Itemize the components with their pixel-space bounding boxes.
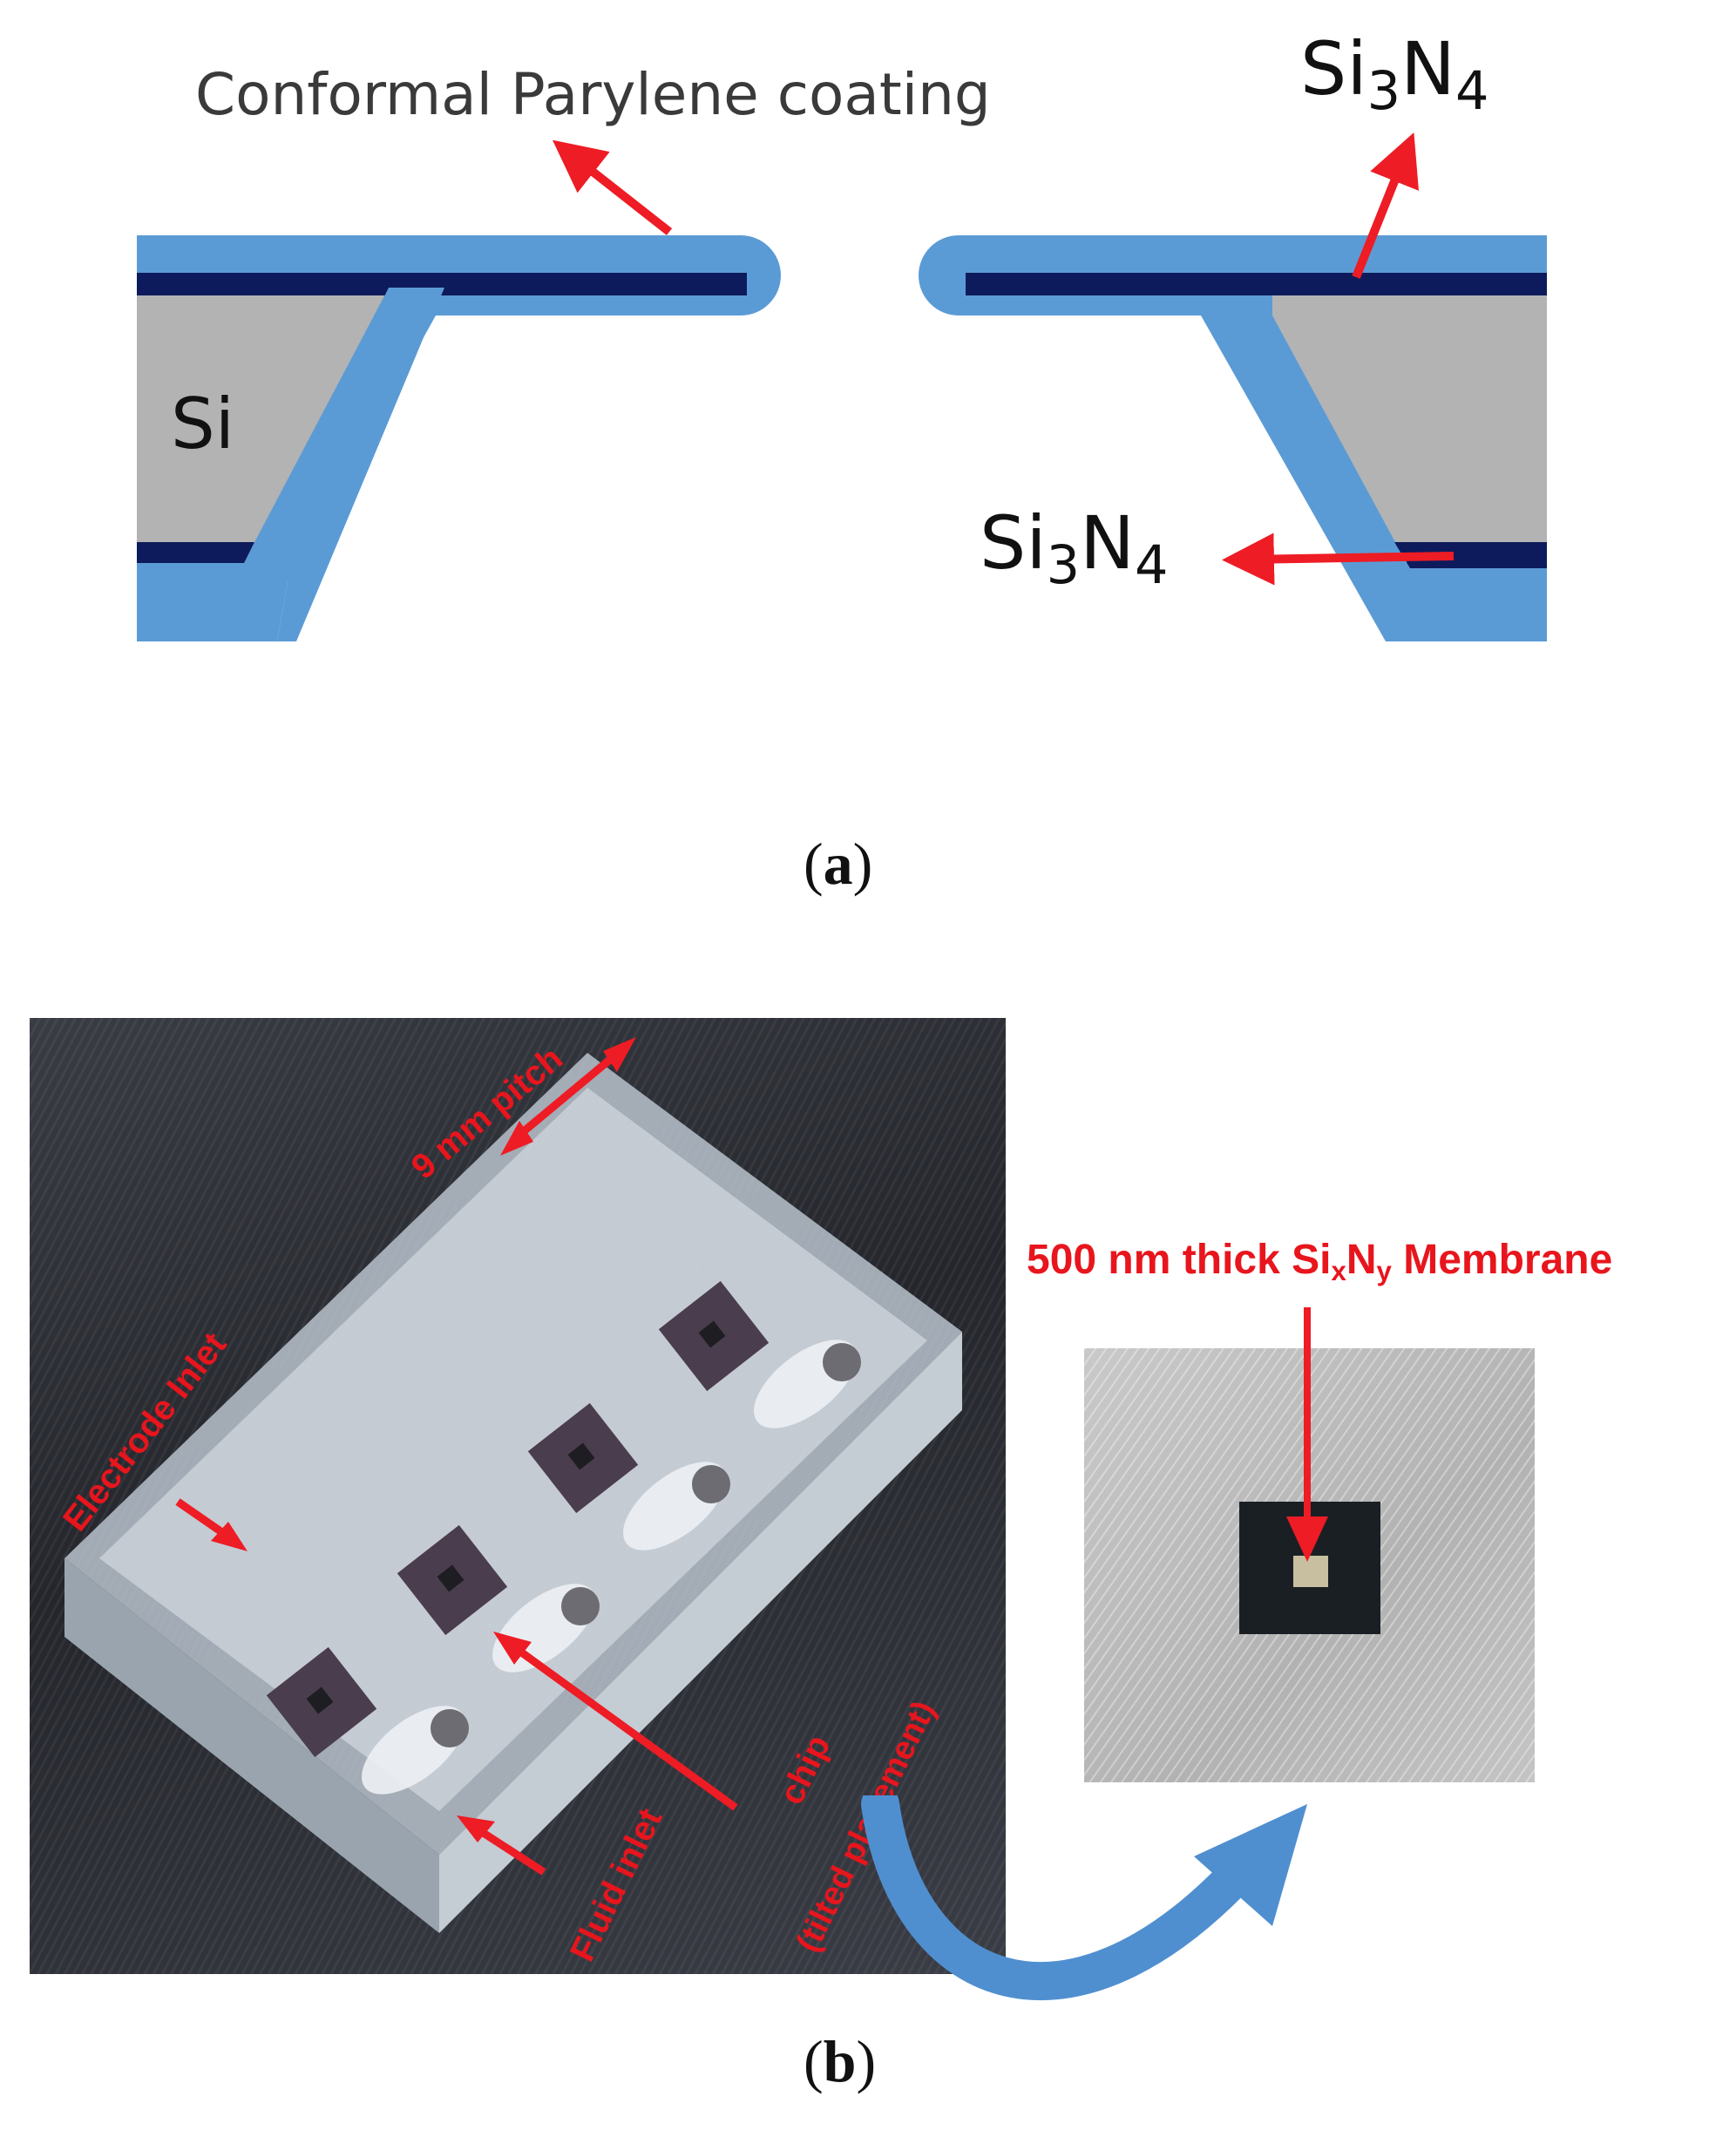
device-illustration (64, 1037, 962, 1933)
membrane-label: 500 nm thick SixNy Membrane (1027, 1237, 1613, 1286)
nitride-right-bottom (1394, 542, 1547, 568)
arrow-icon (1352, 132, 1419, 279)
nitride-left-bottom (137, 542, 254, 563)
arrow-icon (552, 139, 673, 235)
silicon-right (1255, 288, 1547, 546)
parylene-label: Conformal Parylene coating (195, 61, 991, 128)
parylene-right (919, 235, 1547, 641)
membrane-window (1293, 1556, 1328, 1587)
arrow-icon (1222, 533, 1455, 586)
cross-section-diagram (137, 132, 1547, 641)
arrow-icon (1286, 1307, 1328, 1562)
silicon-left (137, 288, 410, 546)
silicon-label: Si (171, 383, 235, 465)
nitride-label-bottom: Si3N4 (980, 500, 1169, 596)
nitride-label-top: Si3N4 (1300, 26, 1489, 122)
parylene-left-lower (137, 563, 291, 641)
device-photo: 9 mm pitch Electrode Inlet Fluid inlet c… (30, 1018, 1006, 1974)
curved-arrow-icon (861, 1795, 1307, 2001)
nitride-right-top (966, 273, 1547, 295)
caption-a: (a) (804, 831, 873, 897)
parylene-left-slope (254, 288, 444, 641)
caption-b: (b) (804, 2028, 877, 2094)
